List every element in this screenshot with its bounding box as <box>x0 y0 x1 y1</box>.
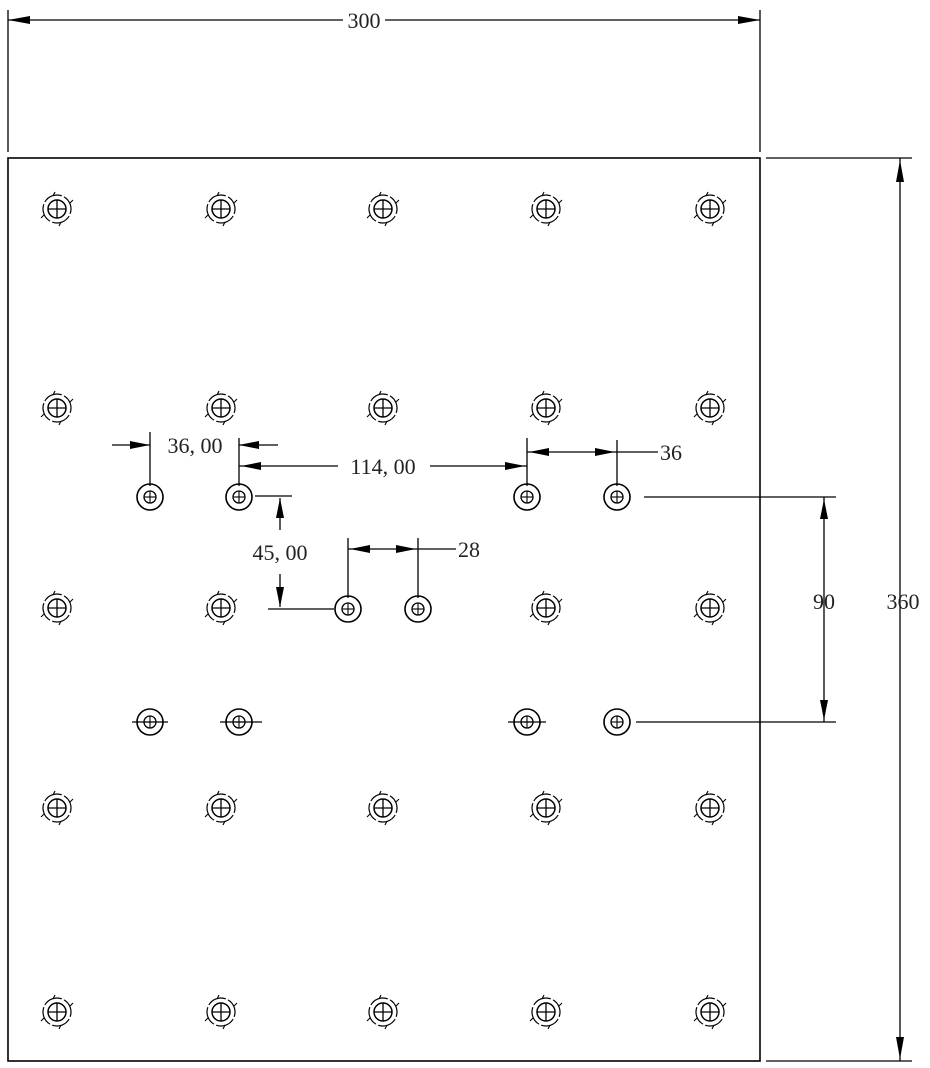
mounting-hole-icon <box>204 994 238 1030</box>
mounting-hole-icon <box>204 390 238 426</box>
height-dimension: 360 <box>766 157 920 1062</box>
mounting-hole-icon <box>529 590 563 626</box>
vertical-offset-dimension: 45, 00 <box>253 495 334 610</box>
mounting-hole-icon <box>40 790 74 826</box>
counterbored-hole-icon <box>136 483 164 511</box>
counterbored-hole-icon <box>513 483 541 511</box>
left-pair-label: 36, 00 <box>168 433 223 458</box>
mounting-hole-icon <box>366 790 400 826</box>
counterbored-hole-icon <box>603 483 631 511</box>
counterbored-hole-icon <box>334 595 362 623</box>
center-span-label: 114, 00 <box>350 454 415 479</box>
mounting-hole-icon <box>40 590 74 626</box>
mounting-hole-icon <box>693 790 727 826</box>
right-pair-dimension: 36 <box>527 440 682 486</box>
mounting-hole-icon <box>366 191 400 227</box>
middle-pair-dimension: 28 <box>347 537 480 598</box>
mounting-hole-icon <box>693 191 727 227</box>
plate-outline <box>7 157 761 1062</box>
width-dimension: 300 <box>7 8 761 152</box>
row-spacing-label: 90 <box>813 589 835 614</box>
mounting-hole-icon <box>204 191 238 227</box>
mounting-hole-icon <box>693 994 727 1030</box>
counterbored-hole-icon <box>603 708 631 736</box>
mounting-hole-icon <box>529 790 563 826</box>
right-pair-label: 36 <box>660 440 682 465</box>
width-label: 300 <box>348 8 381 33</box>
mounting-hole-icon <box>693 390 727 426</box>
mounting-hole-icon <box>529 191 563 227</box>
mounting-hole-icon <box>40 390 74 426</box>
mounting-hole-icon <box>40 994 74 1030</box>
holes-layer <box>40 191 727 1030</box>
vertical-offset-label: 45, 00 <box>253 540 308 565</box>
mounting-hole-icon <box>204 590 238 626</box>
mounting-hole-icon <box>693 590 727 626</box>
left-pair-dimension: 36, 00 <box>112 432 278 486</box>
mounting-hole-icon <box>40 191 74 227</box>
mounting-hole-icon <box>366 994 400 1030</box>
center-span-dimension: 114, 00 <box>239 438 528 486</box>
mounting-hole-icon <box>204 790 238 826</box>
counterbored-hole-icon <box>225 483 253 511</box>
mounting-hole-icon <box>529 994 563 1030</box>
mounting-hole-icon <box>529 390 563 426</box>
row-spacing-dimension: 90 <box>636 496 836 723</box>
middle-pair-label: 28 <box>458 537 480 562</box>
mounting-hole-icon <box>366 390 400 426</box>
height-label: 360 <box>887 589 920 614</box>
counterbored-hole-icon <box>404 595 432 623</box>
